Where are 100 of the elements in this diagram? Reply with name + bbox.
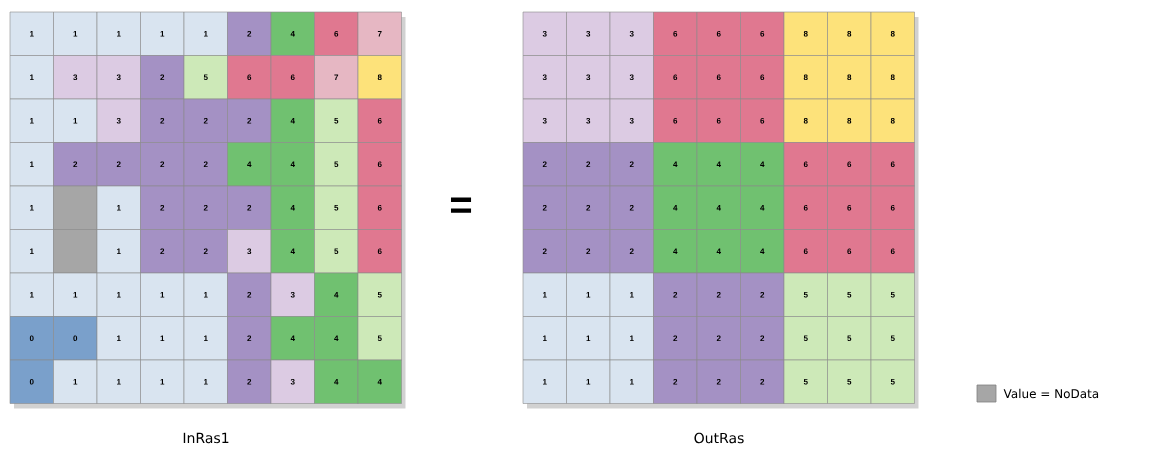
raster-cell: 7 [314, 55, 359, 100]
raster-cell: 6 [783, 185, 828, 230]
raster-cell: 2 [522, 185, 567, 230]
raster-cell: 2 [653, 272, 698, 317]
raster-cell: 3 [566, 11, 611, 56]
raster-cell: 2 [227, 185, 272, 230]
raster-cell: 5 [314, 229, 359, 274]
raster-cell: 6 [357, 229, 402, 274]
raster-cell: 2 [696, 316, 741, 361]
raster-cell: 1 [53, 272, 98, 317]
raster-cell: 2 [566, 142, 611, 187]
raster-cell: 4 [696, 185, 741, 230]
raster-cell: 4 [357, 359, 402, 404]
raster-cell: 1 [96, 359, 141, 404]
raster-cell: 3 [53, 55, 98, 100]
raster-cell: 4 [314, 359, 359, 404]
raster-cell: 3 [566, 98, 611, 143]
raster-cell: 2 [140, 185, 185, 230]
raster-cell: 6 [314, 11, 359, 56]
raster-cell: 8 [783, 55, 828, 100]
raster-cell: 0 [53, 316, 98, 361]
raster-cell: 4 [270, 11, 315, 56]
raster-cell: 1 [9, 142, 54, 187]
raster-cell: 8 [827, 98, 872, 143]
raster-cell: 2 [696, 359, 741, 404]
raster-cell: 3 [609, 55, 654, 100]
raster-cell: 1 [96, 185, 141, 230]
raster-cell: 1 [566, 272, 611, 317]
raster-cell: 2 [522, 142, 567, 187]
raster-cell: 1 [140, 359, 185, 404]
raster-cell: 6 [827, 229, 872, 274]
raster-cell: 4 [653, 229, 698, 274]
raster-cell: 5 [827, 359, 872, 404]
raster-cell: 4 [314, 316, 359, 361]
raster-cell: 1 [522, 359, 567, 404]
raster-cell: 1 [9, 98, 54, 143]
raster-cell: 5 [357, 316, 402, 361]
raster-cell: 8 [870, 11, 915, 56]
raster-cell: 1 [609, 359, 654, 404]
raster-caption: InRas1 [183, 432, 229, 444]
raster-cell: 2 [566, 185, 611, 230]
raster-cell: 2 [227, 98, 272, 143]
raster-cell: 6 [870, 142, 915, 187]
raster-cell: 4 [696, 142, 741, 187]
raster-cell: 6 [357, 98, 402, 143]
raster-cell: 8 [870, 98, 915, 143]
raster-cell: 5 [827, 272, 872, 317]
raster-cell: 1 [183, 11, 228, 56]
raster-cell: 2 [227, 11, 272, 56]
raster-cell: 4 [270, 98, 315, 143]
raster-cell: 6 [696, 11, 741, 56]
raster-cell: 4 [314, 272, 359, 317]
raster-cell: 5 [783, 316, 828, 361]
raster-cell: 8 [357, 55, 402, 100]
raster-cell: 2 [183, 229, 228, 274]
raster-cell: 1 [566, 316, 611, 361]
legend-label: Value = NoData [1003, 388, 1099, 399]
raster-cell: 6 [827, 142, 872, 187]
raster-cell: 3 [96, 98, 141, 143]
raster-cell: 4 [270, 185, 315, 230]
raster-cell: 1 [183, 316, 228, 361]
raster-cell: 6 [740, 11, 785, 56]
raster-cell: 6 [783, 142, 828, 187]
raster-cell: 2 [740, 359, 785, 404]
raster-cell: 5 [870, 316, 915, 361]
raster-cell: 6 [270, 55, 315, 100]
raster-cell: 4 [653, 185, 698, 230]
raster-cell: 3 [522, 11, 567, 56]
raster-cell: 6 [357, 142, 402, 187]
raster-cell: 1 [183, 272, 228, 317]
raster-cell: 6 [740, 98, 785, 143]
raster-cell: 3 [227, 229, 272, 274]
raster-cell: 6 [740, 55, 785, 100]
raster-cell: 6 [653, 55, 698, 100]
raster-cell: 2 [227, 359, 272, 404]
equals-sign: = [451, 197, 472, 213]
raster-cell: 1 [183, 359, 228, 404]
raster-cell: 4 [227, 142, 272, 187]
raster-cell: 1 [140, 272, 185, 317]
raster-cell: 2 [609, 185, 654, 230]
raster-cell: 6 [870, 185, 915, 230]
raster-cell: 2 [140, 142, 185, 187]
raster-cell: 2 [183, 142, 228, 187]
raster-cell: 2 [696, 272, 741, 317]
raster-cell: 5 [357, 272, 402, 317]
raster-cell: 2 [522, 229, 567, 274]
raster-cell: 2 [96, 142, 141, 187]
raster-cell: 6 [653, 98, 698, 143]
raster-cell: 8 [827, 11, 872, 56]
raster-cell: 1 [566, 359, 611, 404]
raster-cell: 0 [9, 316, 54, 361]
raster-cell: 1 [609, 272, 654, 317]
raster-cell: 2 [183, 185, 228, 230]
raster-cell: 1 [96, 229, 141, 274]
raster-cell: 2 [609, 142, 654, 187]
raster-cell: 2 [740, 316, 785, 361]
raster-cell: 8 [870, 55, 915, 100]
raster-cell: 4 [270, 316, 315, 361]
raster-cell: 1 [9, 55, 54, 100]
raster-cell: 4 [270, 229, 315, 274]
